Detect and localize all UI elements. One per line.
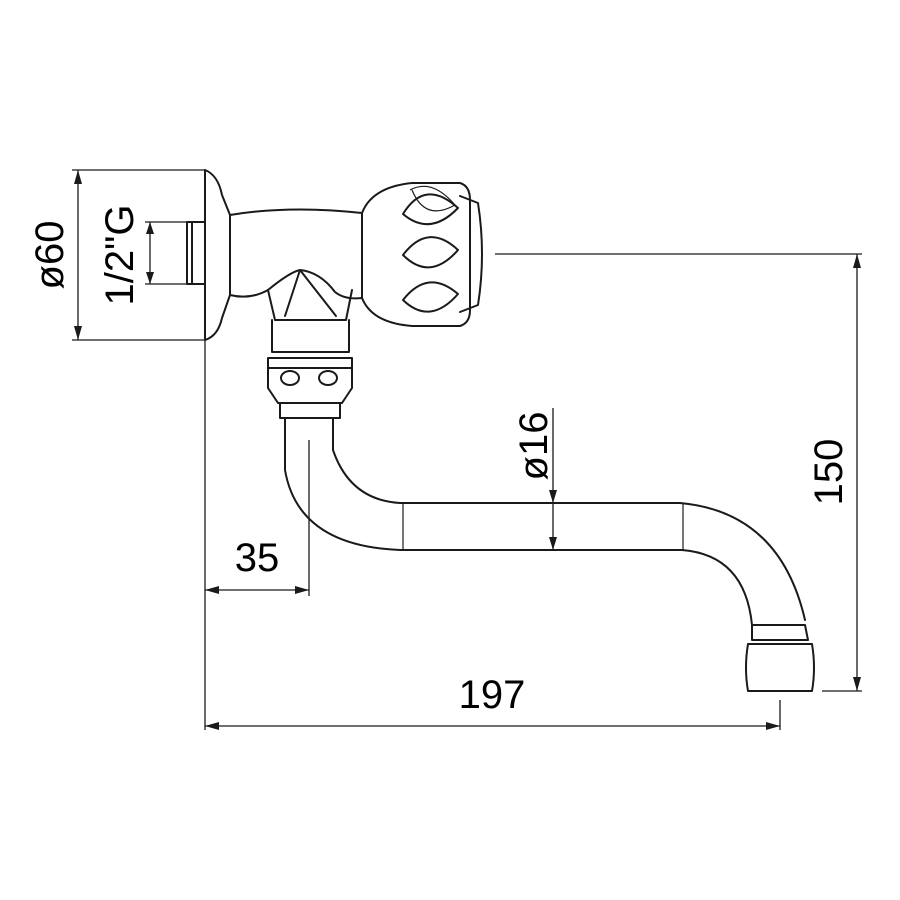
dim-label-flange-diameter: ø60 [28,221,72,290]
dim-label-spout-offset: 35 [235,536,280,580]
inlet-thread [186,221,206,285]
tap-outline [186,169,815,692]
handle-body [361,182,471,327]
dim-label-total-length: 197 [459,673,526,717]
dim-label-spout-diameter: ø16 [512,412,556,481]
swivel-nut [267,357,353,404]
dim-label-height: 150 [807,439,851,506]
handle-lobe-3 [402,281,459,313]
handle-lobe-2 [402,236,459,269]
handle-cap [459,195,483,313]
dim-label-thread: 1/2"G [98,205,142,306]
aerator-ring [751,624,809,641]
wall-flange [204,169,231,341]
dimension-lines [72,169,862,730]
aerator-body [745,643,815,692]
swivel-housing [267,269,353,353]
handle-ridge-1 [409,185,456,212]
handle-lobe-1 [402,193,459,226]
spout-collar [279,402,341,419]
spout-pipe [284,417,806,626]
nut-boss-right [318,370,338,386]
nut-boss-left [280,370,300,386]
